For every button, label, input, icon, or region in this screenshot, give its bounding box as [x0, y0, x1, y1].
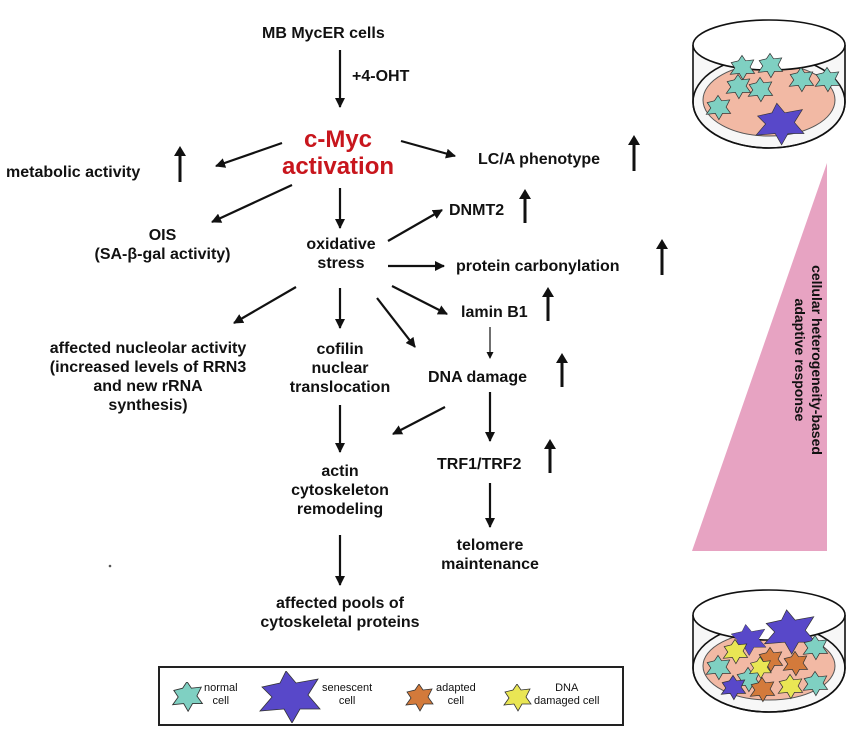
legend-normal-label: normal cell [204, 682, 238, 708]
oxidative-line-1: oxidative [306, 236, 376, 253]
nucleolar-line-3: and new rRNA [93, 378, 203, 395]
up-arrow-icon [656, 239, 668, 275]
legend-senescent-line-2: cell [338, 695, 356, 707]
petri-dish-top [692, 19, 846, 149]
side-line-2: adaptive response [792, 298, 808, 422]
legend-adapted-line-1: adapted [436, 682, 476, 694]
label-lca-phenotype: LC/A phenotype [478, 151, 601, 168]
legend-normal-cell-icon [172, 682, 203, 712]
legend-adapted-cell-icon [405, 684, 434, 712]
actin-line-3: remodeling [296, 501, 384, 518]
cofilin-line-3: translocation [289, 379, 391, 396]
up-arrow-icon [519, 189, 531, 223]
legend-adapted-line-2: cell [447, 695, 465, 707]
label-affected-nucleolar-activity: affected nucleolar activity (increased l… [8, 339, 288, 415]
legend-dna-damaged-label: DNA damaged cell [534, 682, 599, 708]
label-oxidative-stress: oxidative stress [285, 235, 397, 273]
legend-normal-line-2: cell [212, 695, 230, 707]
telomere-line-2: maintenance [441, 556, 539, 573]
actin-line-1: actin [321, 463, 359, 480]
nucleolar-line-1: affected nucleolar activity [49, 340, 247, 357]
label-4-oht: +4-OHT [352, 68, 410, 85]
arrow-oxidative-to-nucleolar [233, 286, 297, 324]
up-arrow-icon [542, 287, 554, 321]
label-metabolic-activity: metabolic activity [6, 164, 141, 181]
legend-dna-damaged-cell-icon [503, 684, 532, 712]
cofilin-line-2: nuclear [311, 360, 369, 377]
actin-line-2: cytoskeleton [291, 482, 389, 499]
label-cellular-heterogeneity: cellular heterogeneity-based adaptive re… [785, 240, 825, 480]
arrow-dnadamage-to-actin [392, 406, 446, 435]
label-mb-myc-er-cells: MB MycER cells [262, 25, 385, 42]
pools-line-1: affected pools of [275, 595, 404, 612]
legend-adapted-label: adapted cell [436, 682, 476, 708]
label-affected-pools: affected pools of cytoskeletal proteins [232, 594, 448, 632]
arrow-oxidative-to-dnadamage [376, 297, 416, 348]
legend-normal-line-1: normal [204, 682, 238, 694]
legend-dna-damaged-line-1: DNA [555, 682, 579, 694]
nucleolar-line-4: synthesis) [108, 397, 188, 414]
label-cmyc-activation: c-Myc activation [268, 126, 408, 180]
up-arrow-icon [544, 439, 556, 473]
stray-dot [108, 564, 112, 568]
arrow-cmyc-to-metabolic [215, 141, 283, 168]
arrow-oxidative-to-dnmt2 [387, 209, 443, 242]
label-telomere-maintenance: telomere maintenance [430, 536, 550, 574]
label-ois: OIS (SA-β-gal activity) [70, 226, 255, 264]
label-trf1-trf2: TRF1/TRF2 [437, 456, 522, 473]
legend-senescent-label: senescent cell [322, 682, 372, 708]
label-protein-carbonylation: protein carbonylation [456, 258, 620, 275]
cmyc-line-2: activation [281, 153, 395, 180]
cofilin-line-1: cofilin [316, 341, 364, 358]
up-arrow-icon [556, 353, 568, 387]
label-dnmt2: DNMT2 [449, 202, 505, 219]
label-cofilin-nuclear-translocation: cofilin nuclear translocation [270, 340, 410, 397]
label-lamin-b1: lamin B1 [461, 304, 528, 321]
legend-senescent-line-1: senescent [322, 682, 373, 694]
arrow-oxidative-to-laminb1 [391, 285, 448, 315]
oxidative-line-2: stress [317, 255, 365, 272]
arrow-cmyc-to-lca [400, 139, 456, 159]
petri-dish-bottom [692, 589, 846, 713]
up-arrow-icon [628, 135, 640, 171]
arrow-cmyc-to-ois [211, 184, 293, 223]
legend: normal cell senescent cell adapted cell … [158, 666, 624, 726]
side-line-1: cellular heterogeneity-based [809, 265, 825, 455]
pools-line-2: cytoskeletal proteins [260, 614, 420, 631]
telomere-line-1: telomere [456, 537, 524, 554]
up-arrow-icon [174, 146, 186, 182]
cmyc-line-1: c-Myc [303, 126, 373, 153]
ois-line-2: (SA-β-gal activity) [94, 246, 231, 263]
legend-dna-damaged-line-2: damaged cell [534, 695, 600, 707]
label-actin-cytoskeleton-remodeling: actin cytoskeleton remodeling [270, 462, 410, 519]
flow-arrows [211, 50, 495, 586]
legend-senescent-cell-icon [259, 671, 321, 723]
label-dna-damage: DNA damage [428, 369, 527, 386]
adaptive-response-triangle [692, 163, 827, 551]
ois-line-1: OIS [148, 227, 177, 244]
nucleolar-line-2: (increased levels of RRN3 [49, 359, 247, 376]
